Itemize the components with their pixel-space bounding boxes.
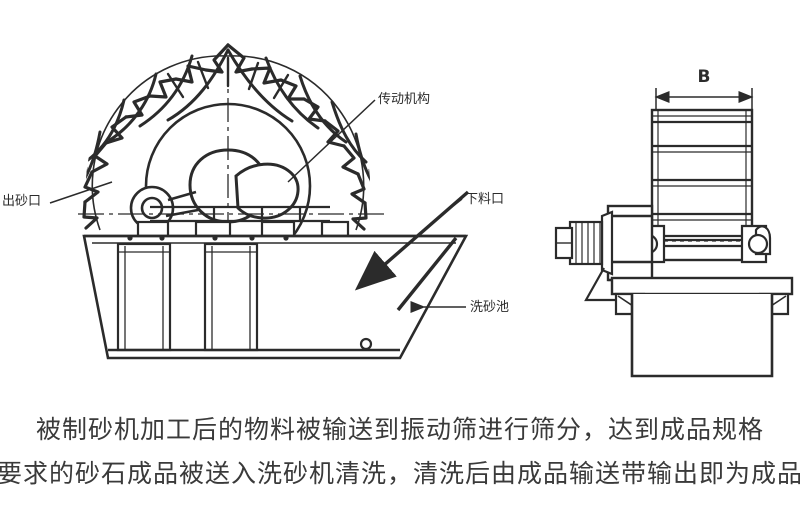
- callout-texts: 出砂口 传动机构 下料口 洗砂池 B: [2, 67, 710, 315]
- drive-arm: [165, 190, 199, 218]
- wheel-spiral-vanes: [86, 48, 370, 216]
- side-motor: [554, 210, 614, 276]
- dimension-label-b: B: [698, 67, 711, 87]
- wheel-blade-rails: [652, 120, 752, 242]
- side-view-group: [554, 88, 794, 378]
- leader-discharge-opening: [429, 198, 463, 225]
- main-shaft: [150, 205, 330, 223]
- callout-leaders: [49, 99, 466, 313]
- leader-sand-outlet: [49, 181, 113, 204]
- tank-drain-eye: [359, 337, 373, 351]
- side-tank-body: [630, 294, 774, 378]
- tank-support-frames: [116, 235, 373, 352]
- callout-sand-outlet: 出砂口: [2, 194, 41, 209]
- leader-drive-mechanism: [287, 99, 376, 183]
- callout-wash-tank: 洗砂池: [470, 300, 509, 315]
- drive-housing: [234, 162, 300, 220]
- caption-line-1: 被制砂机加工后的物料被输送到振动筛进行筛分，达到成品规格: [35, 415, 764, 444]
- caption-block: 被制砂机加工后的物料被输送到振动筛进行筛分，达到成品规格 要求的砂石成品被送入洗…: [0, 400, 800, 530]
- side-gearbox: [606, 204, 654, 282]
- diagram-area: 出砂口 传动机构 下料口 洗砂池 B: [2, 43, 794, 378]
- bearing-blocks: [136, 220, 350, 238]
- caption-line-2: 要求的砂石成品被送入洗砂机清洗，清洗后由成品输送带输出即为成品: [0, 459, 800, 488]
- dimension-b: [654, 88, 754, 112]
- shaft-centerline: [78, 60, 386, 250]
- side-tank-deck: [610, 276, 794, 296]
- callout-drive-mechanism: 传动机构: [378, 92, 430, 107]
- front-view-group: [49, 43, 470, 360]
- motor-fins: [575, 222, 601, 264]
- callout-discharge-opening: 下料口: [465, 192, 504, 207]
- wheel-edge-view: [650, 108, 754, 262]
